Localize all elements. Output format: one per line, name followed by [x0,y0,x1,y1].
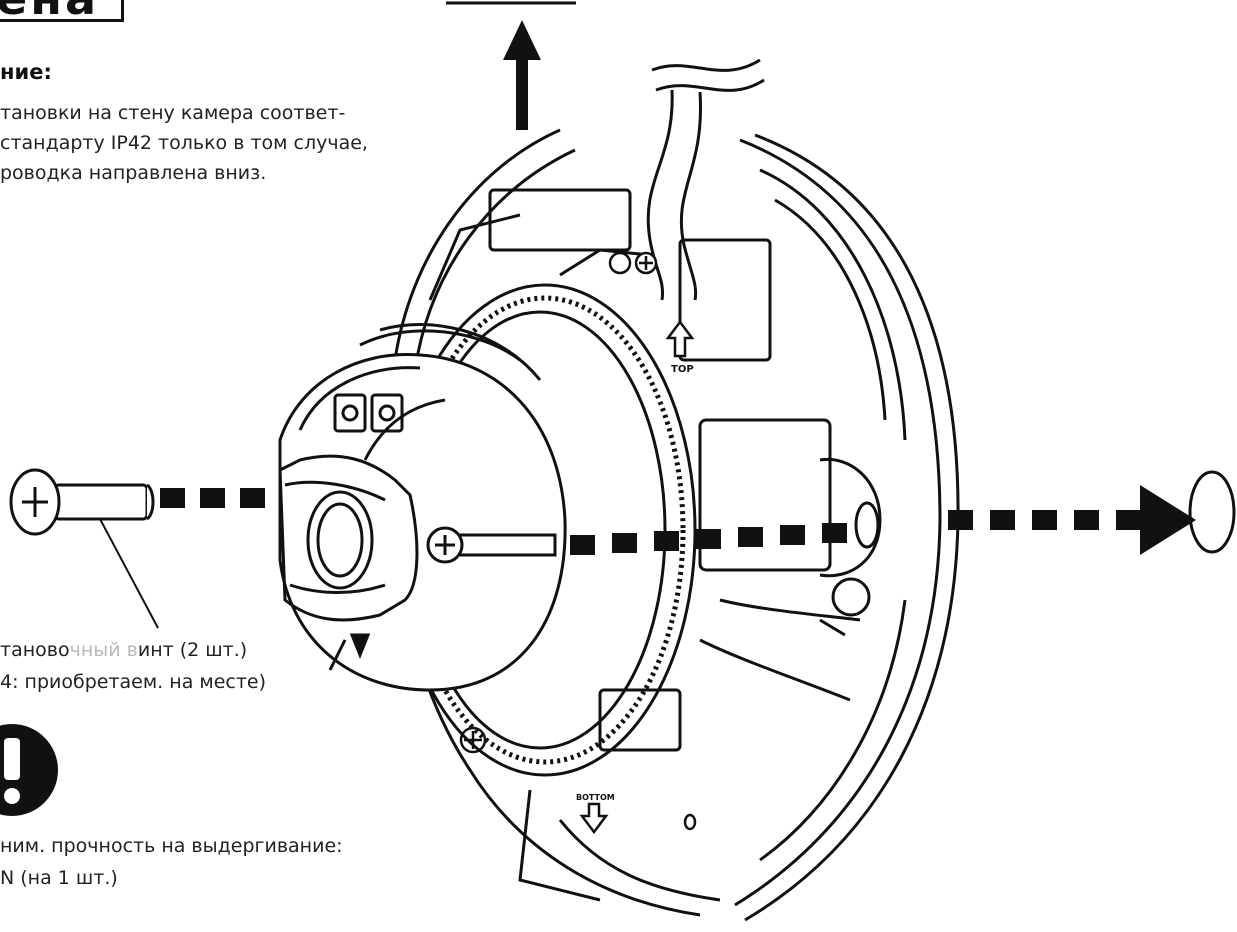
insertion-path [160,485,1196,555]
top-marking: TOP [665,319,695,375]
warning-line: N (на 1 шт.) [0,867,118,889]
warning-icon [0,724,58,816]
screw-label-text: о [57,639,70,661]
screw-label: тановочный винт (2 шт.) 4: приобретаем. … [0,634,266,698]
mount-base [387,128,960,922]
warning-text: ним. прочность на выдергивание: N (на 1 … [0,830,343,894]
note-line: тановки на стену камера соответ- [0,102,346,124]
screw-label-text: танов [0,639,58,661]
bottom-marking: BOTTOM [576,793,615,835]
note-text: тановки на стену камера соответ- стандар… [0,98,470,188]
screw-label-faded-text: чный в [69,639,138,661]
cable-exit-indicator [446,1,576,130]
warning-line: ним. прочность на выдергивание: [0,835,343,857]
loose-screw [9,468,159,629]
screw-label-text: инт (2 шт.) [137,639,248,661]
camera-head [278,323,567,692]
top-marking-label: TOP [671,364,694,375]
base-screws [459,251,697,831]
bottom-marking-label: BOTTOM [576,793,615,802]
note-line: стандарту IP42 только в том случае, [0,132,368,154]
section-title: ена [0,0,125,23]
note-line: роводка направлена вниз. [0,162,267,184]
screw-label-line-1: тановочный винт (2 шт.) [0,634,266,666]
note-heading: ние: [0,60,52,84]
inserted-screw [426,526,557,564]
cable [646,58,765,301]
wall-hole [1188,470,1236,554]
screw-label-line-2: 4: приобретаем. на месте) [0,671,267,693]
